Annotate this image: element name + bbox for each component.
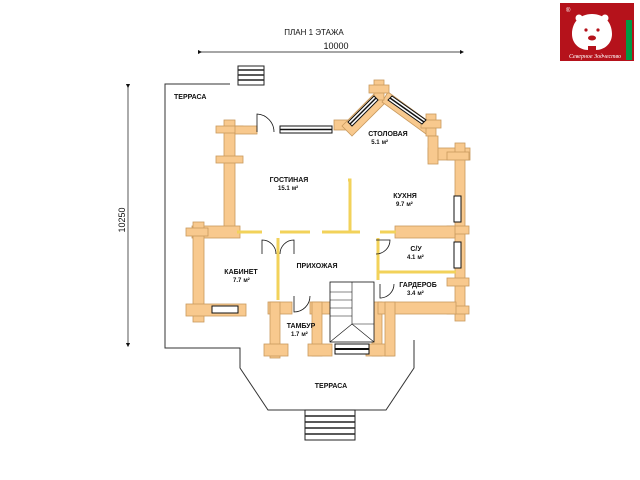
bottom-steps <box>304 409 356 441</box>
svg-text:3.4м²: 3.4м² <box>407 290 424 297</box>
living-label: ГОСТИНАЯ <box>270 177 309 184</box>
terrace-bottom-label: ТЕРРАСА <box>315 383 347 390</box>
svg-text:5.1м²: 5.1м² <box>371 139 388 146</box>
wardrobe-area: 3.4 <box>407 291 416 297</box>
partitions <box>237 178 456 300</box>
svg-text:9.7м²: 9.7м² <box>396 201 413 208</box>
staircase <box>329 281 375 343</box>
dining-area: 5.1 <box>371 140 380 146</box>
svg-text:4.1м²: 4.1м² <box>407 254 424 261</box>
terrace-top-label: ТЕРРАСА <box>174 94 206 101</box>
dining-area-unit: м² <box>382 139 388 146</box>
brand-logo: ® Северное Зодчество <box>560 3 634 61</box>
brand-name: Северное Зодчество <box>569 53 621 60</box>
kitchen-label: КУХНЯ <box>393 193 417 200</box>
study-area-unit: м² <box>243 277 249 284</box>
wardrobe-area-unit: м² <box>417 290 423 297</box>
bath-area: 4.1 <box>407 255 416 261</box>
living-area-unit: м² <box>292 185 298 192</box>
wardrobe-label: ГАРДЕРОБ <box>399 282 437 289</box>
study-area: 7.7 <box>233 278 242 284</box>
log-walls <box>185 79 471 359</box>
bear-icon <box>572 14 612 50</box>
hall-label: ПРИХОЖАЯ <box>297 263 338 270</box>
kitchen-area-unit: м² <box>406 201 412 208</box>
height-dimension: 10250 <box>117 207 127 232</box>
doors <box>256 113 395 313</box>
top-steps <box>237 65 265 86</box>
living-area: 15.1 <box>278 186 290 192</box>
vestibule-area: 1.7 <box>291 332 300 338</box>
vestibule-label: ТАМБУР <box>287 323 316 330</box>
bath-area-unit: м² <box>417 254 423 261</box>
bath-label: С/У <box>410 246 422 253</box>
svg-text:15.1м²: 15.1м² <box>278 185 298 192</box>
registered-mark: ® <box>566 7 571 14</box>
svg-text:7.7м²: 7.7м² <box>233 277 250 284</box>
terrace-outline <box>164 83 415 411</box>
svg-text:1.7м²: 1.7м² <box>291 331 308 338</box>
width-dimension: 10000 <box>323 41 348 51</box>
kitchen-area: 9.7 <box>396 202 405 208</box>
study-label: КАБИНЕТ <box>224 269 258 276</box>
windows <box>211 95 462 355</box>
dining-label: СТОЛОВАЯ <box>368 131 407 138</box>
plan-title: ПЛАН 1 ЭТАЖА <box>284 28 344 37</box>
vestibule-area-unit: м² <box>301 331 307 338</box>
